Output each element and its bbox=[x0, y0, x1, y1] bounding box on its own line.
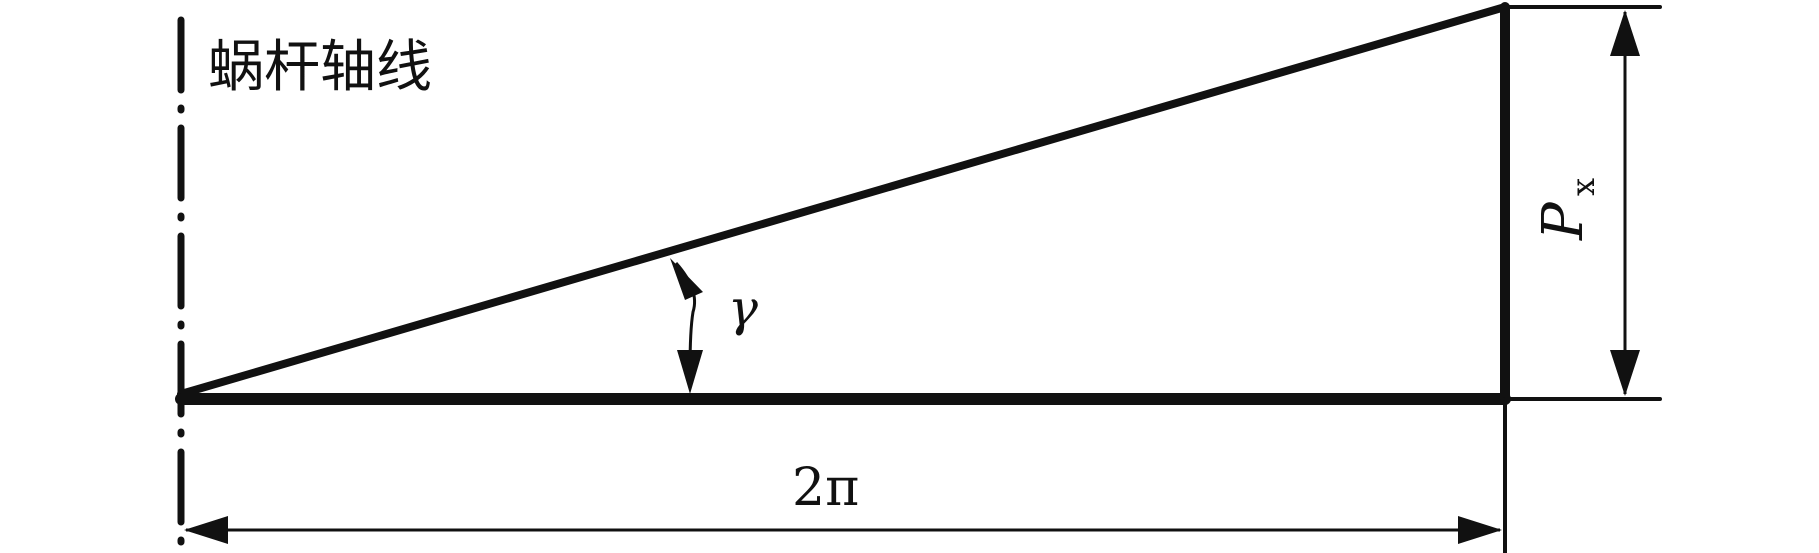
lead-dimension-arrow-down bbox=[1610, 350, 1640, 396]
lead-angle-label: γ bbox=[728, 279, 758, 337]
lead-angle-arrow-bottom bbox=[677, 350, 703, 394]
helix-line bbox=[177, 3, 1509, 398]
lead-angle-arrow-top bbox=[670, 258, 703, 300]
lead-dimension-arrow-up bbox=[1610, 10, 1640, 56]
lead-label: P x bbox=[1531, 178, 1602, 241]
worm-axis-label: 蜗杆轴线 bbox=[208, 35, 432, 100]
lead-label-symbol: P bbox=[1531, 201, 1596, 241]
lead-label-subscript: x bbox=[1564, 178, 1602, 196]
circumference-label: 2π bbox=[792, 458, 859, 518]
circumference-dimension-arrow-right bbox=[1458, 516, 1502, 544]
circumference-dimension-arrow-left bbox=[184, 516, 228, 544]
